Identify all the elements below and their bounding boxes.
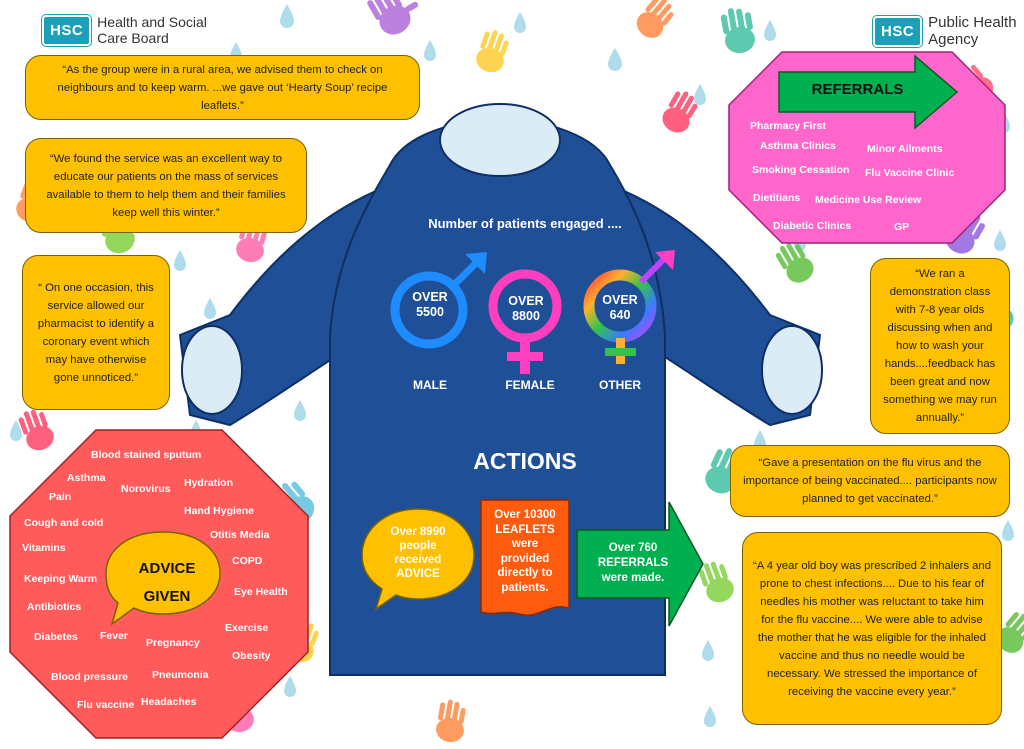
advice-speech-bubble-icon (361, 508, 475, 611)
referrals-arrow-icon (576, 501, 704, 627)
advice-item: Obesity (232, 650, 271, 662)
male-symbol-icon (390, 252, 487, 349)
female-count: OVER 8800 (491, 294, 561, 324)
advice-given-bubble-icon (105, 531, 221, 626)
shirt-collar (439, 103, 561, 177)
female-symbol-icon (488, 269, 562, 374)
leaflet-line-3: were (511, 538, 539, 550)
referral-item: Dietitians (753, 192, 801, 204)
quote-coronary-event: “ On one occasion, this service allowed … (22, 255, 170, 410)
advice-line-4: ADVICE (396, 568, 440, 580)
advice-item: Pain (49, 491, 72, 503)
advice-title-line1: ADVICE (138, 560, 196, 577)
quote-flu-presentation: “Gave a presentation on the flu virus an… (730, 445, 1010, 517)
leaflet-line-2: LEAFLETS (495, 523, 555, 536)
quote-hand-washing: “We ran a demonstration class with 7-8 y… (870, 258, 1010, 434)
other-count: OVER 640 (585, 293, 655, 323)
left-cuff (181, 325, 243, 415)
hscb-line2: Care Board (97, 30, 169, 46)
other-value: 640 (609, 308, 631, 322)
advice-item: Vitamins (22, 542, 66, 554)
leaflet-line-6: patients. (501, 581, 549, 594)
pha-logo-text: Public Health Agency (928, 14, 1016, 48)
pha-logo-badge: HSC (873, 15, 923, 47)
leaflets-action-text: Over 10300 LEAFLETS were provided direct… (482, 508, 568, 595)
referral-item: Pharmacy First (750, 120, 826, 132)
hscb-logo-text: Health and Social Care Board (97, 14, 207, 46)
advice-item: Blood stained sputum (91, 449, 202, 461)
referrals-panel (728, 51, 1006, 244)
referrals-title: REFERRALS (811, 81, 904, 98)
female-label: FEMALE (505, 378, 555, 392)
other-over-label: OVER (602, 293, 638, 307)
advice-item: Eye Health (234, 586, 288, 598)
referral-line-3: were made. (601, 572, 665, 584)
referral-item: Minor Ailments (867, 143, 943, 155)
advice-title-line2: GIVEN (143, 588, 191, 605)
advice-item: Keeping Warm (24, 573, 98, 585)
male-over-label: OVER (412, 290, 448, 304)
advice-item: Hydration (184, 477, 234, 489)
referral-item: Medicine Use Review (815, 194, 922, 206)
advice-item: Antibiotics (27, 601, 82, 613)
advice-action-text: Over 8990 people received ADVICE (370, 525, 466, 581)
advice-item: Asthma (67, 472, 106, 484)
advice-item: Blood pressure (51, 671, 129, 683)
referrals-title-arrow-icon (778, 54, 959, 130)
advice-given-title: ADVICE GIVEN (112, 555, 222, 611)
advice-item: Diabetes (34, 631, 78, 643)
advice-line-1: Over 8990 (390, 526, 446, 538)
advice-item: Pregnancy (146, 637, 200, 649)
actions-heading: ACTIONS (473, 448, 577, 474)
leaflet-box (480, 499, 570, 616)
leaflet-line-4: provided (500, 552, 550, 565)
leaflet-line-1: Over 10300 (494, 509, 556, 521)
advice-item: Exercise (225, 622, 269, 634)
male-count: OVER 5500 (395, 290, 465, 320)
advice-item: Pneumonia (152, 669, 209, 681)
quote-rural-group: “As the group were in a rural area, we a… (25, 55, 420, 120)
other-label: OTHER (599, 378, 641, 392)
referral-item: Diabetic Clinics (773, 220, 852, 232)
advice-line-3: received (394, 554, 442, 566)
male-value: 5500 (416, 305, 444, 319)
advice-item: Flu vaccine (77, 699, 135, 711)
quote-service-educate: “We found the service was an excellent w… (25, 138, 307, 233)
referral-item: Smoking Cessation (752, 164, 850, 176)
advice-item: Norovirus (121, 483, 171, 495)
advice-item: Headaches (141, 696, 197, 708)
hscb-logo-badge: HSC (42, 14, 92, 46)
referrals-action-text: Over 760 REFERRALS were made. (583, 541, 683, 586)
pha-line2: Agency (928, 31, 979, 48)
referral-item: GP (894, 221, 910, 233)
patients-heading: Number of patients engaged .... (428, 216, 622, 231)
advice-line-2: people (399, 540, 437, 552)
female-value: 8800 (512, 309, 540, 323)
leaflet-line-5: directly to (497, 567, 553, 579)
female-over-label: OVER (508, 294, 544, 308)
advice-item: Fever (100, 630, 129, 642)
other-gender-symbol-icon (583, 250, 675, 364)
right-cuff (761, 325, 823, 415)
hscb-logo: HSC Health and Social Care Board (42, 14, 207, 46)
referral-line-1: Over 760 (608, 542, 658, 554)
advice-given-panel (9, 429, 309, 739)
referral-item: Flu Vaccine Clinic (865, 167, 955, 179)
referral-item: Asthma Clinics (760, 140, 836, 152)
advice-item: Cough and cold (24, 517, 104, 529)
hscb-line1: Health and Social (97, 14, 207, 30)
advice-item: Otitis Media (210, 529, 270, 541)
referral-line-2: REFERRALS (597, 557, 669, 569)
gender-symbols (390, 250, 675, 374)
advice-item: COPD (232, 555, 263, 567)
male-label: MALE (413, 378, 447, 392)
advice-item: Hand Hygiene (184, 505, 255, 517)
pha-line1: Public Health (928, 14, 1017, 31)
pha-logo: HSC Public Health Agency (873, 14, 1017, 48)
quote-inhaled-vaccine: “A 4 year old boy was prescribed 2 inhal… (742, 532, 1002, 725)
